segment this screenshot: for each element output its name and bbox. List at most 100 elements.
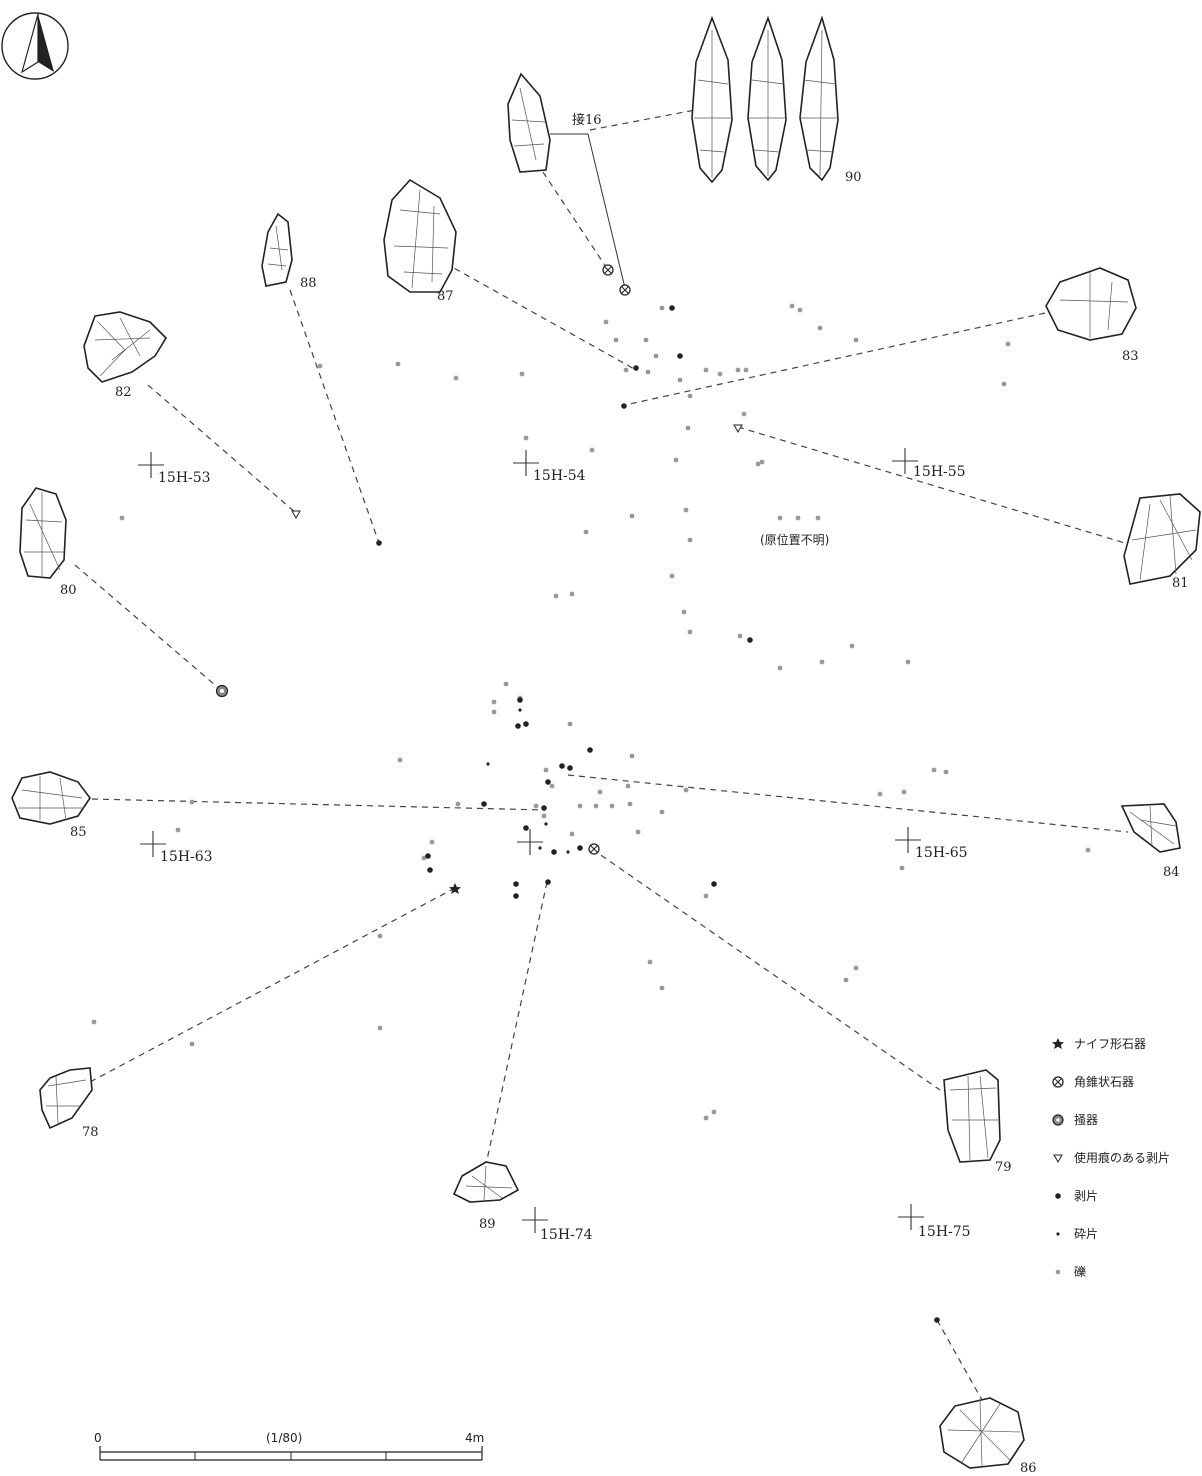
legend-label-scraper: 掻器 [1074, 1113, 1098, 1127]
pebble-point [737, 633, 743, 639]
pebble-point [901, 789, 907, 795]
special-tool-markers [215, 264, 743, 894]
pebble-point [815, 515, 821, 521]
legend-circle-dot-icon [1052, 1114, 1064, 1126]
pebble-point [931, 767, 937, 773]
flake-point [515, 723, 521, 729]
pebble-point [849, 643, 855, 649]
scale-bar: 0 (1/80) 4m [94, 1431, 484, 1461]
pebble-point [453, 375, 459, 381]
north-arrow-icon [1, 12, 69, 80]
pebble-point [643, 337, 649, 343]
flake-point [545, 779, 551, 785]
flake-point [621, 403, 627, 409]
artifact-label-79: 79 [995, 1160, 1012, 1175]
flake-point [747, 637, 753, 643]
artifact-refit-drawing [507, 72, 551, 173]
artifact-label-82: 82 [115, 385, 132, 400]
grid-cross-15h-74 [522, 1207, 548, 1233]
flake-point [545, 879, 551, 885]
artifact-81-drawing [1123, 493, 1201, 585]
pebble-point [377, 1025, 383, 1031]
artifact-80-drawing [19, 487, 67, 579]
pebble-point [717, 371, 723, 377]
pebble-point [189, 799, 195, 805]
pebble-point [843, 977, 849, 983]
flake-point [551, 849, 557, 855]
pebble-point [681, 609, 687, 615]
pebble-point [735, 367, 741, 373]
pebble-point [603, 319, 609, 325]
legend-circle-x-icon [1052, 1076, 1064, 1088]
pebble-point [685, 425, 691, 431]
pebble-point [703, 1115, 709, 1121]
pebble-point [659, 305, 665, 311]
pebble-point [541, 813, 547, 819]
legend-label-knife: ナイフ形石器 [1074, 1037, 1146, 1051]
pebble-point [91, 1019, 97, 1025]
artifact-label-87: 87 [437, 289, 454, 304]
pebble-point [1001, 381, 1007, 387]
chip-point [538, 846, 542, 850]
pebble-point [687, 393, 693, 399]
pebble-point [455, 801, 461, 807]
legend-dot-large-icon [1055, 1193, 1061, 1199]
chip-point [566, 850, 570, 854]
grid-cross-center [517, 829, 543, 855]
pebble-point [577, 803, 583, 809]
pebble-point [899, 865, 905, 871]
legend-dot-small-icon [1056, 1232, 1060, 1236]
pebble-point [629, 513, 635, 519]
artifact-label-83: 83 [1122, 349, 1139, 364]
legend-label-used-flake: 使用痕のある剥片 [1074, 1150, 1170, 1165]
pebble-point [377, 933, 383, 939]
pebble-point [567, 721, 573, 727]
artifact-90-drawing [691, 15, 839, 184]
pebble-point [491, 709, 497, 715]
pebble-point [629, 753, 635, 759]
artifact-79-drawing [943, 1069, 1001, 1163]
grid-label-15h-54: 15H-54 [533, 468, 586, 484]
pebble-point [877, 791, 883, 797]
pebble-point [1085, 847, 1091, 853]
pebble-point [593, 803, 599, 809]
refit-label: 接16 [572, 112, 602, 128]
artifact-label-86: 86 [1020, 1461, 1037, 1476]
chip-point [544, 822, 548, 826]
pebble-point [395, 361, 401, 367]
used-flake-marker [733, 424, 743, 434]
scale-ratio-label: (1/80) [266, 1431, 302, 1445]
refit-line [550, 133, 626, 289]
grid-label-15h-53: 15H-53 [158, 470, 211, 486]
pebble-point [759, 459, 765, 465]
pebble-point [623, 367, 629, 373]
legend-star-icon [1052, 1038, 1064, 1049]
flake-point [425, 853, 431, 859]
flake-point [513, 893, 519, 899]
pebble-point [583, 529, 589, 535]
flake-point [376, 540, 382, 546]
pebble-point [673, 457, 679, 463]
pebble-point [789, 303, 795, 309]
artifact-label-85: 85 [70, 825, 87, 840]
pebble-point [503, 681, 509, 687]
pebble-point [397, 757, 403, 763]
flake-point [633, 365, 639, 371]
grid-cross-15h-53 [138, 452, 164, 478]
pebble-point [817, 325, 823, 331]
grid-cross-15h-65 [895, 827, 921, 853]
flake-points [376, 305, 940, 1323]
flake-point [427, 867, 433, 873]
grid-label-15h-65: 15H-65 [915, 845, 968, 861]
flake-point [517, 697, 523, 703]
flake-point [541, 805, 547, 811]
pebble-point [597, 789, 603, 795]
pebble-point [491, 699, 497, 705]
flake-point [934, 1317, 940, 1323]
pebble-point [943, 769, 949, 775]
grid-markers [138, 448, 924, 1233]
pebble-point [543, 767, 549, 773]
scale-end-label: 4m [465, 1431, 484, 1445]
pebble-point [421, 855, 427, 861]
